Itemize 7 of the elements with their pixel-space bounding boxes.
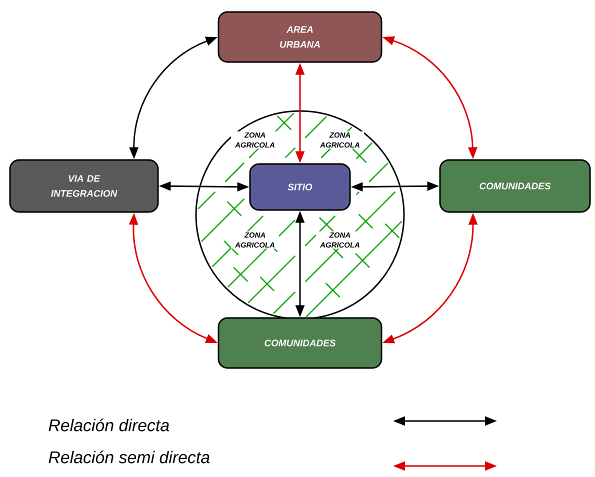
road-box: VIA DE INTEGRACION	[9, 159, 159, 213]
urban-area-box: AREA URBANA	[218, 11, 382, 63]
legend-label: Relación directa	[48, 418, 170, 432]
community-box: COMUNIDADES	[439, 159, 591, 213]
site-box: SITIO	[249, 163, 351, 211]
community-box: COMUNIDADES	[218, 317, 382, 369]
legend-label: Relación semi directa	[48, 450, 210, 464]
